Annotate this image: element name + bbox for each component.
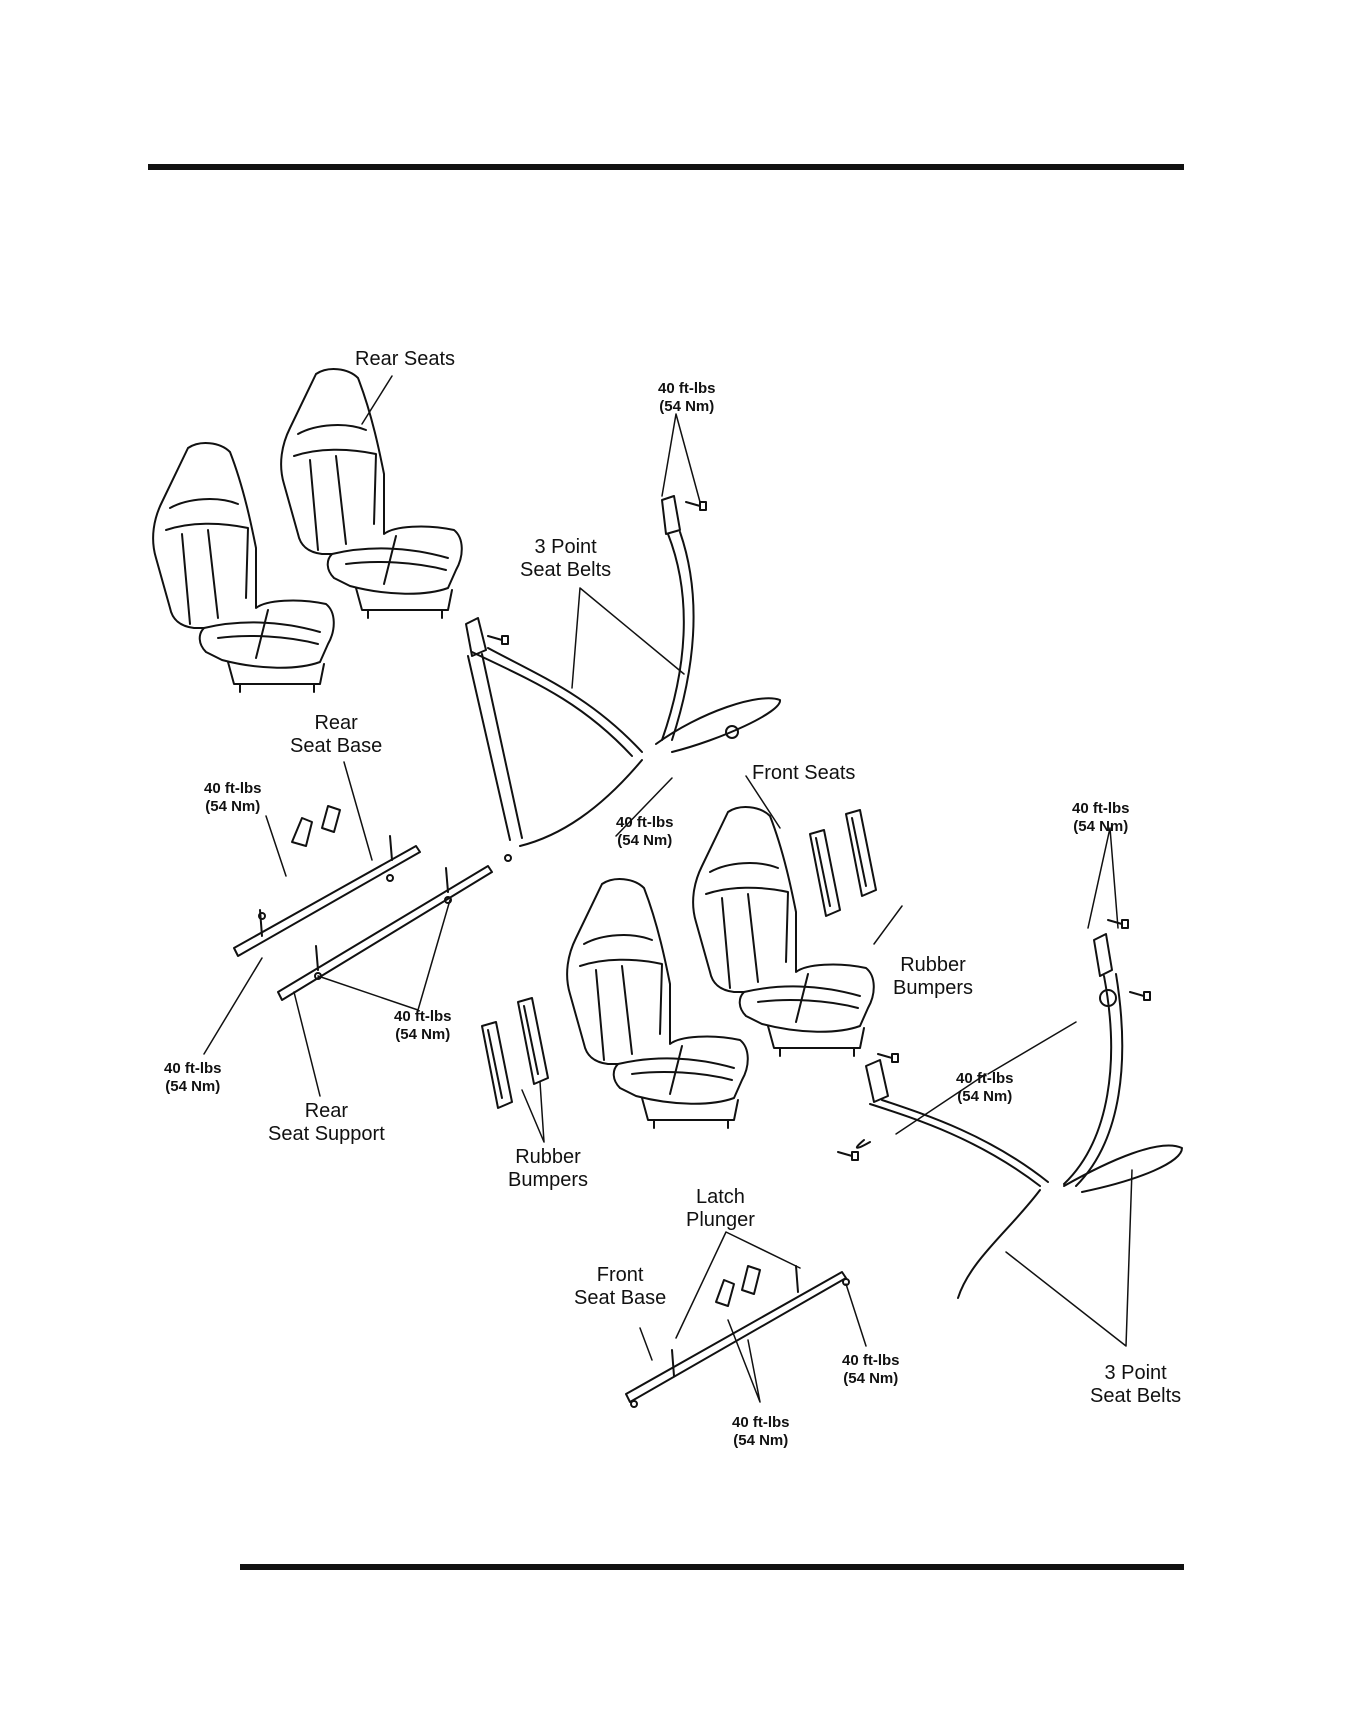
front-seat-right xyxy=(692,806,875,1057)
bolt xyxy=(837,1151,859,1161)
rear-seat-belt-left xyxy=(465,617,643,862)
rubber-bumper xyxy=(809,829,841,917)
bolt xyxy=(685,501,707,511)
header-rule xyxy=(148,164,1184,170)
bolt xyxy=(487,635,509,645)
bolt xyxy=(1129,991,1151,1001)
footer-rule xyxy=(240,1564,1184,1570)
rear-seat-base-bar xyxy=(233,805,421,957)
torque-callout: 40 ft-lbs(54 Nm) xyxy=(204,780,262,815)
leader-lines xyxy=(203,375,1133,1403)
rear-seat-right xyxy=(280,368,463,619)
label-front-seats: Front Seats xyxy=(752,762,856,784)
torque-callout: 40 ft-lbs(54 Nm) xyxy=(956,1070,1014,1105)
rubber-bumper xyxy=(845,809,877,897)
rear-seat-left xyxy=(152,442,335,693)
torque-callout: 40 ft-lbs(54 Nm) xyxy=(842,1352,900,1387)
torque-callout: 40 ft-lbs(54 Nm) xyxy=(732,1414,790,1449)
rear-seat-support-bar xyxy=(277,865,493,1001)
torque-callout: 40 ft-lbs(54 Nm) xyxy=(394,1008,452,1043)
rubber-bumper xyxy=(517,997,549,1085)
torque-callout: 40 ft-lbs(54 Nm) xyxy=(164,1060,222,1095)
rear-seat-belt-right xyxy=(655,495,781,753)
rubber-bumper xyxy=(481,1021,513,1109)
torque-callout: 40 ft-lbs(54 Nm) xyxy=(1072,800,1130,835)
front-seat-left xyxy=(566,878,749,1129)
front-seat-belt-right xyxy=(1063,933,1183,1193)
front-seat-belt-left xyxy=(855,1059,1049,1299)
front-seat-base-bar xyxy=(625,1265,850,1408)
torque-callout: 40 ft-lbs(54 Nm) xyxy=(616,814,674,849)
torque-callout: 40 ft-lbs(54 Nm) xyxy=(658,380,716,415)
label-rear-seats: Rear Seats xyxy=(355,348,456,370)
